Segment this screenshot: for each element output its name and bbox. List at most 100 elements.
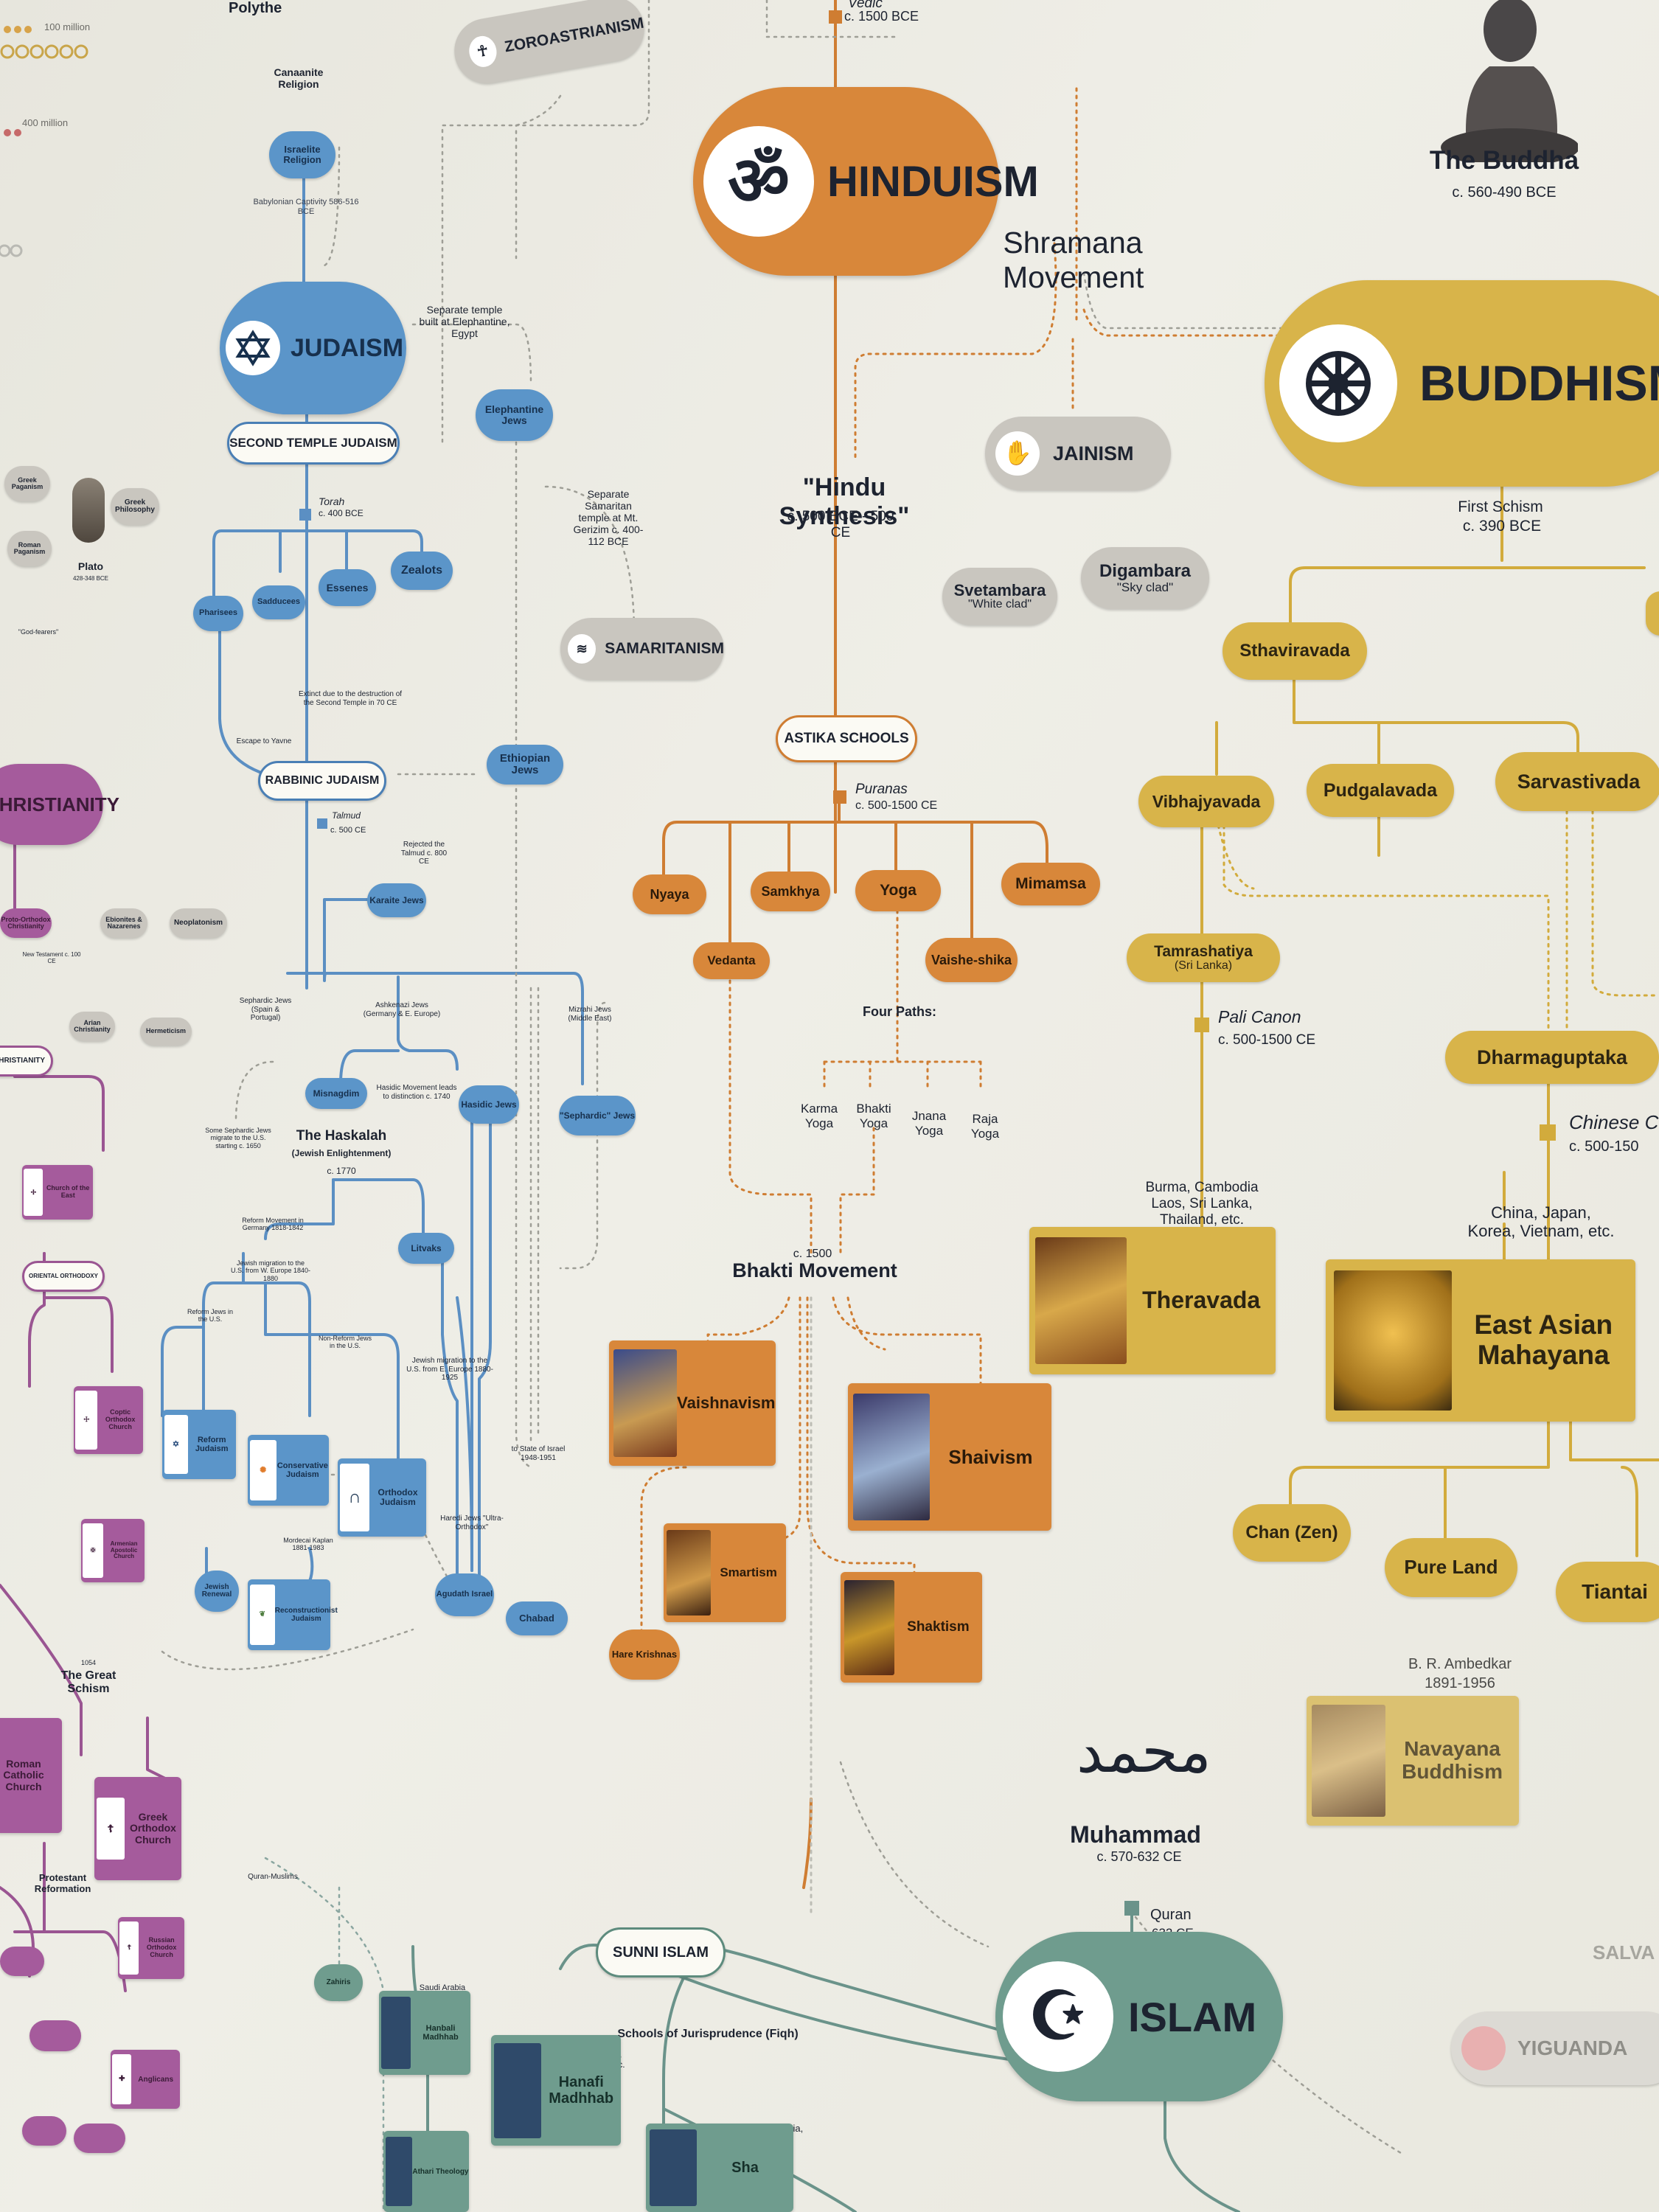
- shaktism-card[interactable]: Shaktism: [841, 1572, 982, 1683]
- sect-sadducees[interactable]: Sadducees: [252, 585, 305, 619]
- athari-theology-card[interactable]: Athari Theology: [383, 2131, 469, 2212]
- school-samkhya[interactable]: Samkhya: [751, 872, 830, 911]
- samaritanism-node[interactable]: ≋ SAMARITANISM: [560, 618, 724, 680]
- vaishnavism-card[interactable]: Vaishnavism: [609, 1340, 776, 1466]
- russian-cross-icon: ☦: [119, 1921, 139, 1975]
- ebionites-node[interactable]: Ebionites & Nazarenes: [100, 908, 147, 938]
- chan-zen-node[interactable]: Chan (Zen): [1233, 1504, 1351, 1562]
- karaite-jews-node[interactable]: Karaite Jews: [367, 883, 426, 917]
- school-yoga[interactable]: Yoga: [855, 870, 941, 911]
- zahiris-node[interactable]: Zahiris: [314, 1964, 363, 2001]
- sephardic-jews-label: Sephardic Jews (Spain & Portugal): [239, 997, 292, 1022]
- shaivism-card[interactable]: Shaivism: [848, 1383, 1051, 1531]
- reform-judaism-card[interactable]: ✡ Reform Judaism: [162, 1410, 236, 1479]
- pudgalavada-node[interactable]: Pudgalavada: [1307, 764, 1454, 817]
- arian-christianity-node[interactable]: Arian Christianity: [69, 1012, 115, 1041]
- misnagdim-node[interactable]: Misnagdim: [305, 1078, 367, 1109]
- astika-schools-node[interactable]: ASTIKA SCHOOLS: [776, 715, 917, 762]
- litvaks-node[interactable]: Litvaks: [398, 1233, 454, 1264]
- agudath-israel-node[interactable]: Agudath Israel: [435, 1573, 494, 1616]
- yiguandao-node-faded[interactable]: YIGUANDA: [1451, 2011, 1659, 2085]
- digambara-node[interactable]: Digambara "Sky clad": [1081, 547, 1209, 609]
- sect-pharisees[interactable]: Pharisees: [193, 596, 243, 631]
- sunni-islam-node[interactable]: SUNNI ISLAM: [596, 1927, 726, 1978]
- rabbinic-judaism-node[interactable]: RABBINIC JUDAISM: [258, 761, 386, 801]
- tamrashatiya-node[interactable]: Tamrashatiya (Sri Lanka): [1127, 933, 1280, 982]
- quran-muslims-label: Quran-Muslims: [248, 1873, 298, 1881]
- school-vedanta[interactable]: Vedanta: [693, 942, 770, 979]
- sthaviravada-node[interactable]: Sthaviravada: [1222, 622, 1367, 680]
- greek-orthodox-card[interactable]: ☦ Greek Orthodox Church: [94, 1777, 181, 1880]
- purple-node-d[interactable]: [74, 2124, 125, 2153]
- ashkenazi-jews-label: Ashkenazi Jews (Germany & E. Europe): [363, 1001, 441, 1018]
- sephardic-quoted-jews-node[interactable]: "Sephardic" Jews: [559, 1096, 636, 1135]
- hermeticism-node[interactable]: Hermeticism: [140, 1018, 192, 1046]
- navayana-buddhism-card[interactable]: Navayana Buddhism: [1307, 1696, 1519, 1826]
- jewish-renewal-node[interactable]: Jewish Renewal: [195, 1571, 239, 1612]
- svetambara-node[interactable]: Svetambara "White clad": [942, 568, 1057, 625]
- sect-essenes[interactable]: Essenes: [319, 569, 376, 606]
- buddhism-node[interactable]: BUDDHISM: [1265, 280, 1659, 487]
- smartism-card[interactable]: Smartism: [664, 1523, 786, 1622]
- purple-node-c[interactable]: [22, 2116, 66, 2146]
- pure-land-node[interactable]: Pure Land: [1385, 1538, 1517, 1597]
- greek-paganism-node[interactable]: Greek Paganism: [4, 466, 50, 501]
- school-nyaya[interactable]: Nyaya: [633, 874, 706, 914]
- w-europe-migration-note: Jewish migration to the U.S. from W. Eur…: [230, 1259, 311, 1282]
- anglicans-card[interactable]: ✚ Anglicans: [111, 2050, 180, 2109]
- roman-catholic-card[interactable]: Roman Catholic Church: [0, 1718, 62, 1833]
- christianity-small-node[interactable]: CHRISTIANITY: [0, 1046, 53, 1077]
- tiantai-node[interactable]: Tiantai: [1556, 1562, 1659, 1622]
- mahasanghika-node-partial[interactable]: [1646, 591, 1659, 636]
- hasidic-jews-node[interactable]: Hasidic Jews: [459, 1085, 519, 1124]
- buddha-statue-image: [1438, 0, 1579, 167]
- ethiopian-jews-node[interactable]: Ethiopian Jews: [487, 745, 563, 785]
- babylonian-captivity-note: Babylonian Captivity 586-516 BCE: [253, 198, 359, 216]
- roman-paganism-node[interactable]: Roman Paganism: [7, 531, 52, 566]
- theravada-card[interactable]: Theravada: [1029, 1227, 1276, 1374]
- greek-philosophy-node[interactable]: Greek Philosophy: [111, 488, 159, 525]
- vibhajyavada-node[interactable]: Vibhajyavada: [1138, 776, 1274, 827]
- sarvastivada-node[interactable]: Sarvastivada: [1495, 752, 1659, 811]
- ambedkar-label: B. R. Ambedkar: [1408, 1656, 1512, 1672]
- armenian-apostolic-card[interactable]: ✠ Armenian Apostolic Church: [81, 1519, 145, 1582]
- orthodox-judaism-card[interactable]: ∩ Orthodox Judaism: [338, 1458, 426, 1537]
- second-temple-judaism-node[interactable]: SECOND TEMPLE JUDAISM: [227, 422, 400, 465]
- shafii-madhhab-card[interactable]: Sha: [646, 2124, 793, 2212]
- coptic-orthodox-card[interactable]: ☩ Coptic Orthodox Church: [74, 1386, 143, 1454]
- sect-zealots[interactable]: Zealots: [391, 552, 453, 590]
- dharmaguptaka-node[interactable]: Dharmaguptaka: [1445, 1031, 1659, 1084]
- purple-node-a[interactable]: [0, 1947, 44, 1976]
- school-vaisheshika[interactable]: Vaishe-shika: [925, 938, 1018, 982]
- hinduism-node[interactable]: ॐ HINDUISM: [693, 87, 1039, 276]
- church-of-east-card[interactable]: ✢ Church of the East: [22, 1165, 93, 1220]
- jainism-node[interactable]: ✋ JAINISM: [985, 417, 1171, 490]
- first-schism-label: First Schism: [1458, 498, 1543, 515]
- christianity-node[interactable]: CHRISTIANITY: [0, 764, 119, 845]
- torah-date: c. 400 BCE: [319, 508, 364, 518]
- shakti-image: [844, 1579, 894, 1675]
- talmud-label: Talmud: [332, 810, 361, 821]
- school-mimamsa[interactable]: Mimamsa: [1001, 863, 1100, 905]
- proto-orthodox-node[interactable]: Proto-Orthodox Christianity: [0, 908, 52, 938]
- neoplatonism-node[interactable]: Neoplatonism: [170, 908, 227, 938]
- islam-node[interactable]: ☪ ISLAM: [995, 1932, 1283, 2101]
- path-jnana-yoga: Jnana Yoga: [911, 1109, 947, 1138]
- reconstructionist-judaism-card[interactable]: ❦ Reconstructionist Judaism: [248, 1579, 338, 1650]
- hanbali-madhhab-card[interactable]: Hanbali Madhhab: [379, 1991, 470, 2075]
- oriental-orthodoxy-node[interactable]: ORIENTAL ORTHODOXY: [22, 1261, 105, 1292]
- great-schism-label: The Great Schism: [60, 1669, 116, 1696]
- israelite-religion-node[interactable]: Israelite Religion: [269, 131, 335, 178]
- conservative-judaism-card[interactable]: ✺ Conservative Judaism: [248, 1435, 329, 1506]
- hanafi-madhhab-card[interactable]: Hanafi Madhhab: [491, 2035, 621, 2146]
- state-of-israel-note: to State of Israel 1948-1951: [511, 1445, 566, 1462]
- chabad-node[interactable]: Chabad: [506, 1601, 568, 1635]
- purple-node-b[interactable]: [29, 2020, 81, 2051]
- russian-orthodox-card[interactable]: ☦ Russian Orthodox Church: [118, 1917, 184, 1979]
- elephantine-jews-node[interactable]: Elephantine Jews: [476, 389, 553, 441]
- judaism-node[interactable]: JUDAISM: [220, 282, 406, 414]
- hare-krishnas-node[interactable]: Hare Krishnas: [609, 1630, 680, 1680]
- athari-emblem: [385, 2136, 412, 2207]
- armenian-cross-icon: ✠: [83, 1523, 104, 1578]
- east-asian-mahayana-card[interactable]: East Asian Mahayana: [1326, 1259, 1635, 1422]
